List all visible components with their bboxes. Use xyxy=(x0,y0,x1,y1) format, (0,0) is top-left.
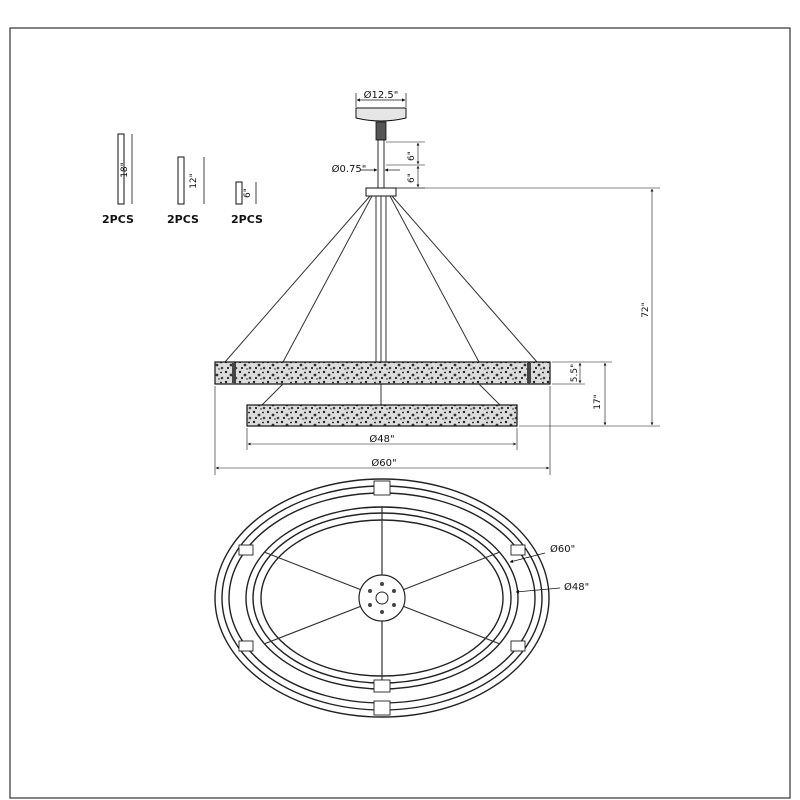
upper-ring xyxy=(214,361,551,385)
rod-upper-label: 6" xyxy=(407,151,417,161)
rod-18-qty: 2PCS xyxy=(102,213,134,226)
plan-outer-ring xyxy=(214,478,550,718)
ring-height-label: 5.5" xyxy=(570,364,580,382)
rod-6-qty: 2PCS xyxy=(231,213,263,226)
plan-small-ring-label: Ø48" xyxy=(564,581,589,593)
plan-large-ring-label: Ø60" xyxy=(550,543,575,555)
rod-connector xyxy=(375,121,387,141)
stem-rod xyxy=(377,139,385,189)
elevation-view: Ø12.5" Ø0.75" 6" 6" xyxy=(214,89,660,475)
plan-view: Ø60" Ø48" xyxy=(214,478,589,718)
rod-6-label: 6" xyxy=(243,188,253,198)
small-ring-diameter-label: Ø48" xyxy=(369,433,394,445)
canopy xyxy=(355,107,407,122)
rod-18-label: 18" xyxy=(120,162,130,178)
rod-diameter-label: Ø0.75" xyxy=(332,163,367,175)
rod-12-qty: 2PCS xyxy=(167,213,199,226)
canopy-diameter-label: Ø12.5" xyxy=(364,89,399,101)
upper-ring-joint xyxy=(232,363,236,383)
lower-ring xyxy=(246,404,518,427)
rod-lower-label: 6" xyxy=(407,173,417,183)
tier-drop-label: 17" xyxy=(593,394,603,410)
plan-joints xyxy=(238,480,526,716)
upper-ring-joint xyxy=(527,363,531,383)
large-ring-diameter-label: Ø60" xyxy=(371,457,396,469)
rod-12-label: 12" xyxy=(189,173,199,189)
rod-18: 18" 2PCS xyxy=(102,133,134,226)
border xyxy=(9,27,791,799)
overall-height-label: 72" xyxy=(641,302,651,318)
rod-12: 12" 2PCS xyxy=(167,156,205,226)
rod-6: 6" 2PCS xyxy=(231,181,263,226)
hub xyxy=(365,187,397,197)
